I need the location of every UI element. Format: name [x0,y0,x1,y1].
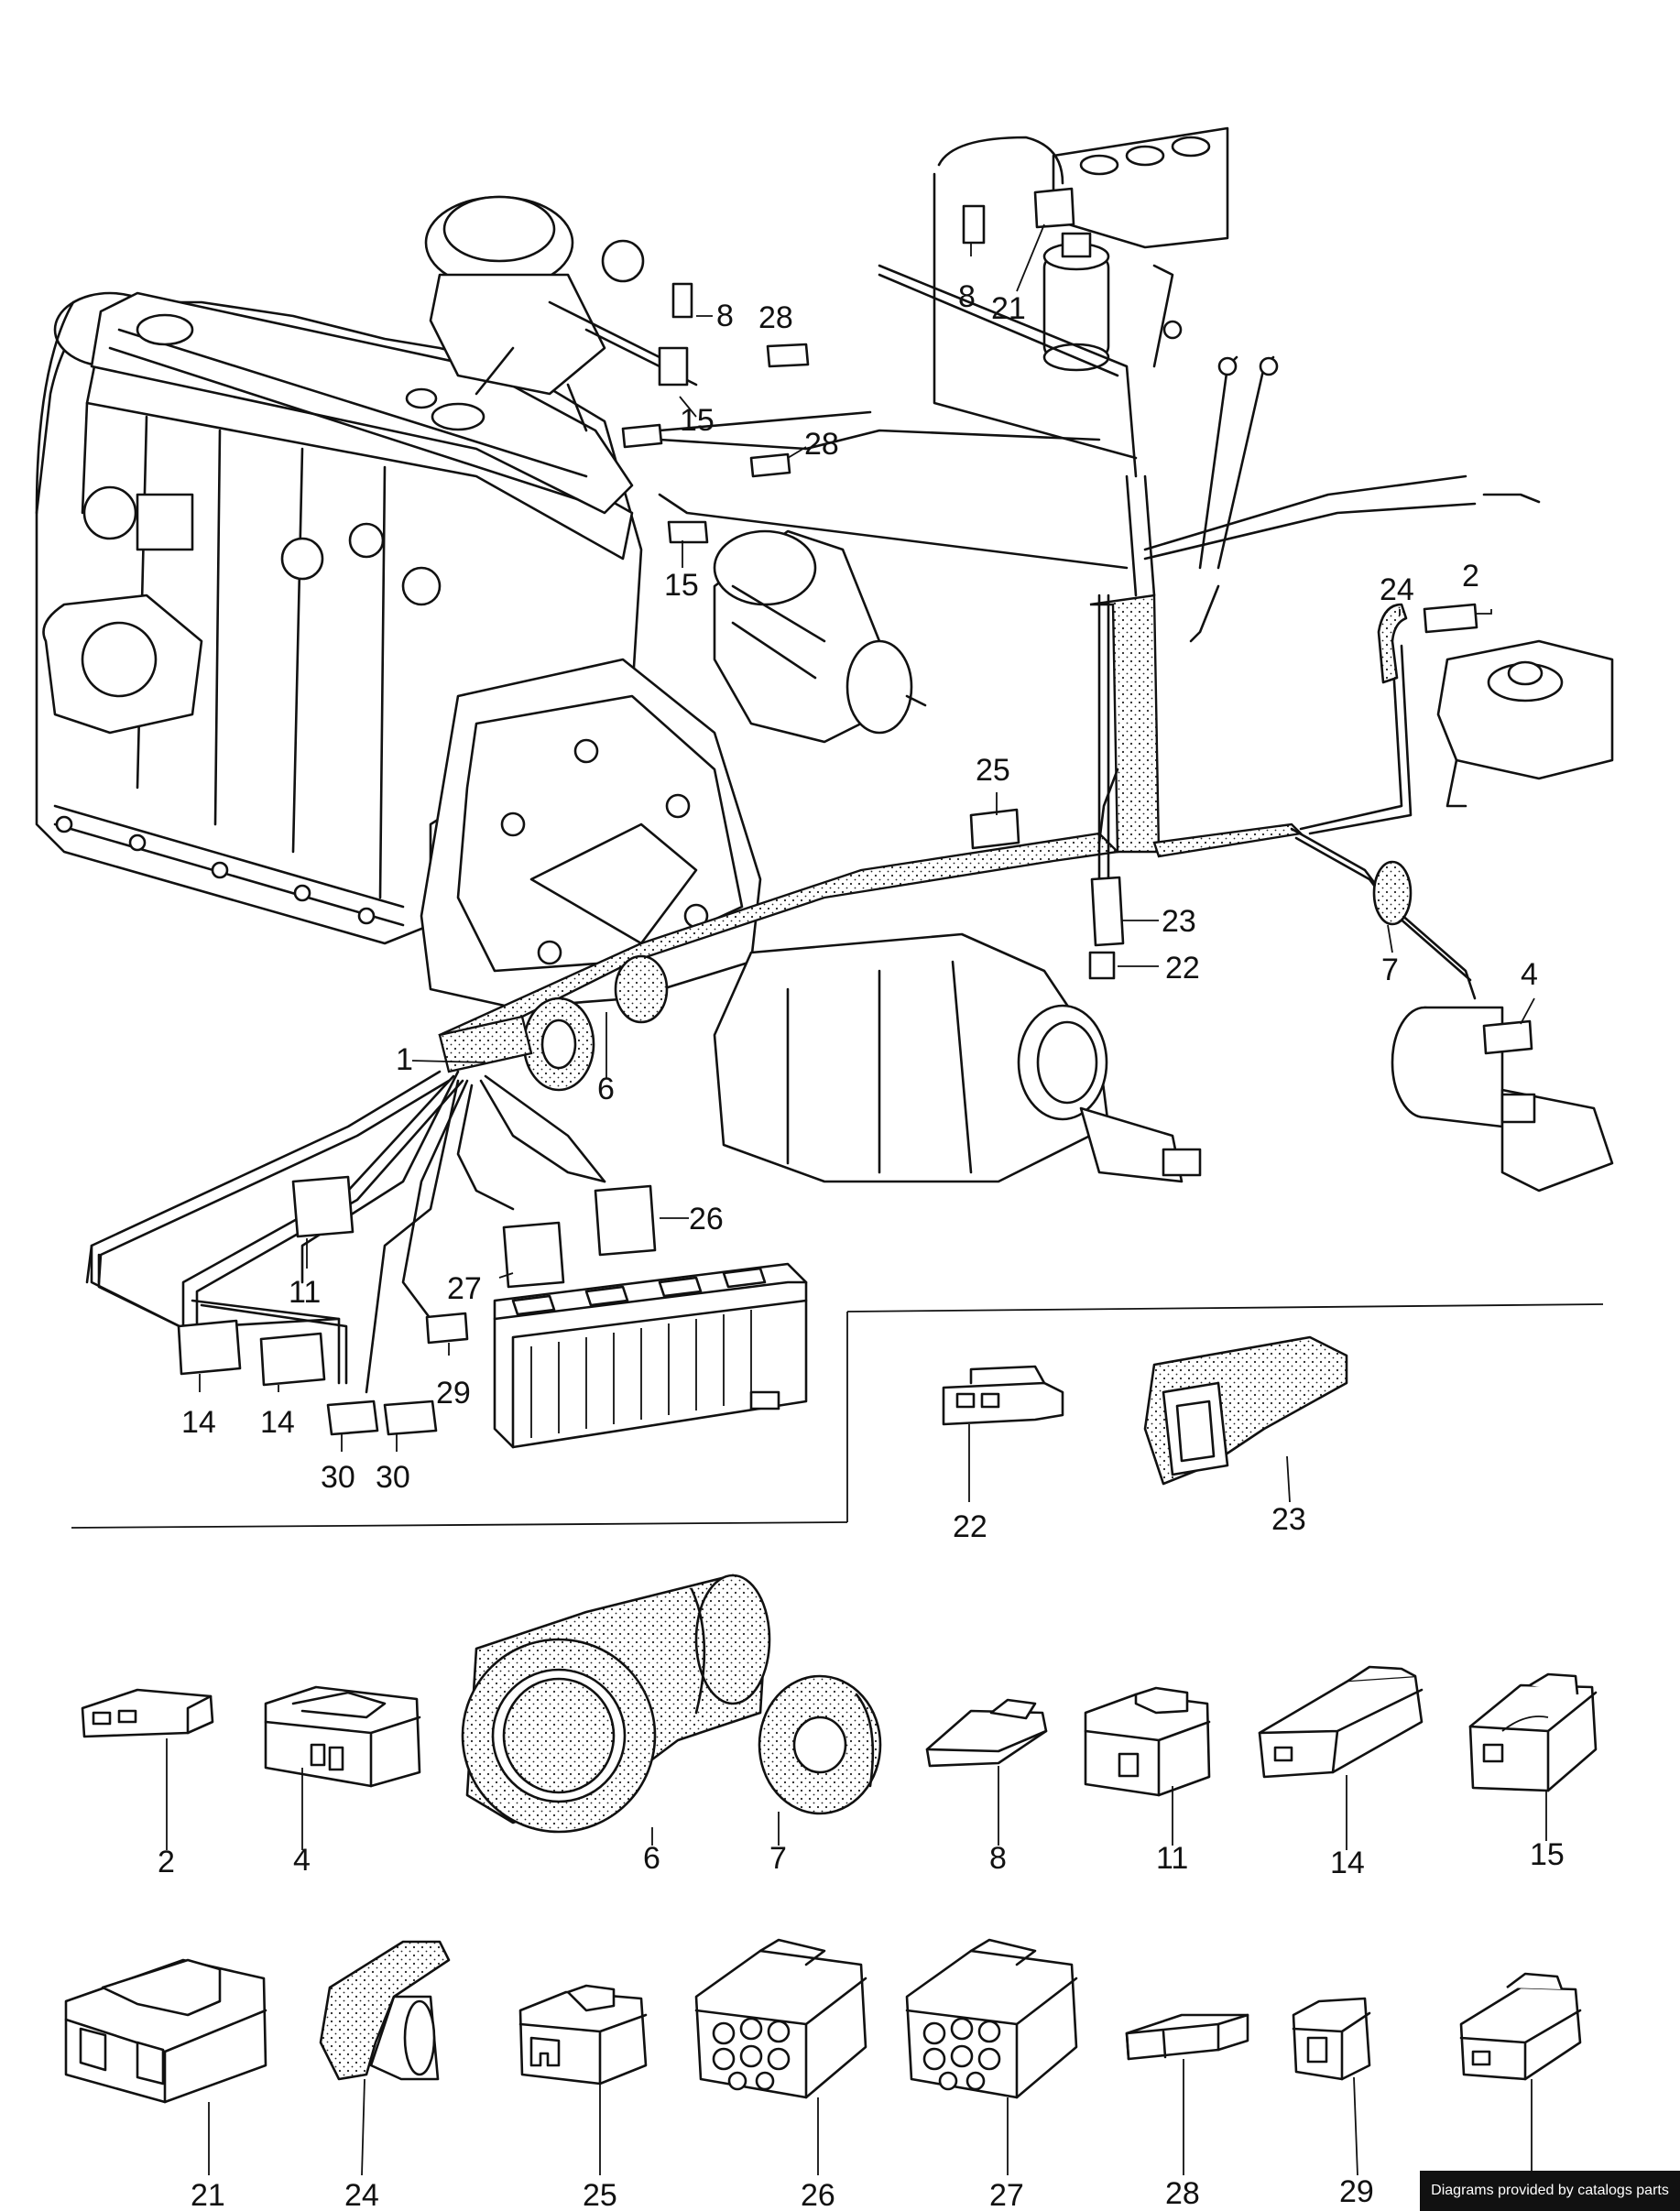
harness-grommets [522,860,1413,1092]
callout-11: 11 [289,1275,321,1310]
fuse-relay-box [493,1262,808,1449]
callout-23: 23 [1271,1502,1306,1537]
part-15 [1468,1672,1598,1792]
callout-22: 22 [953,1509,987,1544]
inset-part-23 [1143,1335,1348,1486]
inset-frame [71,1303,1604,1529]
callout-14: 14 [181,1405,216,1440]
callout-21: 21 [991,291,1026,326]
callout-15: 15 [664,568,699,603]
callout-1: 1 [396,1042,413,1077]
callout-4: 4 [293,1843,311,1878]
battery [1052,126,1229,249]
callout-24: 24 [344,2178,379,2211]
callout-25: 25 [976,753,1010,788]
callout-25: 25 [583,2178,617,2211]
part-14 [1258,1665,1424,1779]
part-11 [1084,1686,1211,1797]
callout-8: 8 [989,1841,1007,1876]
part-7 [758,1674,882,1815]
part-26 [694,1938,867,2099]
callout-29: 29 [436,1376,471,1410]
callout-4: 4 [1521,957,1538,992]
callout-2: 2 [1462,559,1479,594]
callout-15: 15 [680,403,715,438]
callout-24: 24 [1380,572,1414,607]
part-28 [1125,2013,1249,2061]
harness-connectors [177,187,1533,1436]
callout-29: 29 [1339,2174,1374,2209]
callout-26: 26 [689,1202,724,1236]
valve-cover [90,291,634,515]
callout-7: 7 [769,1841,787,1876]
callout-8: 8 [958,279,976,314]
callout-28: 28 [1165,2176,1200,2211]
callout-15: 15 [1530,1837,1565,1872]
callout-27: 27 [989,2178,1024,2211]
callout-labels: 1 6 8 28 15 28 15 8 21 25 23 22 7 4 24 2… [158,279,1565,2211]
callout-8: 8 [716,299,734,333]
callout-6: 6 [597,1072,615,1106]
part-8 [925,1698,1048,1768]
callout-28: 28 [804,427,839,462]
callout-23: 23 [1162,904,1196,939]
starter-motor [713,529,927,744]
part-2 [81,1688,214,1738]
transmission [713,932,1202,1183]
callout-28: 28 [758,300,793,335]
part-24 [319,1940,451,2081]
gearbox-housing [420,658,762,1009]
callout-7: 7 [1381,953,1399,987]
callout-30: 30 [321,1460,355,1495]
callout-6: 6 [643,1841,660,1876]
callout-14: 14 [260,1405,295,1440]
part-4 [264,1685,421,1788]
callout-2: 2 [158,1845,175,1879]
part-21 [64,1958,267,2104]
fuel-pump [1391,1006,1614,1193]
callout-26: 26 [801,2178,835,2211]
callout-11: 11 [1156,1841,1188,1876]
callout-21: 21 [191,2178,225,2211]
part-25 [518,1984,648,2086]
part-30 [1459,1972,1582,2081]
callout-27: 27 [447,1271,482,1306]
part-29 [1292,1997,1371,2081]
callout-30: 30 [376,1460,410,1495]
credit-banner: Diagrams provided by catalogs parts [1420,2171,1680,2211]
leader-lines [166,223,1547,2176]
part-27 [905,1938,1078,2099]
carburettor [424,195,698,432]
callout-14: 14 [1330,1846,1365,1880]
coolant-reservoir [1436,639,1614,808]
harness-left-branch [85,1015,606,1394]
callout-22: 22 [1165,951,1200,986]
inset-part-22 [942,1365,1064,1426]
part-6 [461,1574,771,1834]
